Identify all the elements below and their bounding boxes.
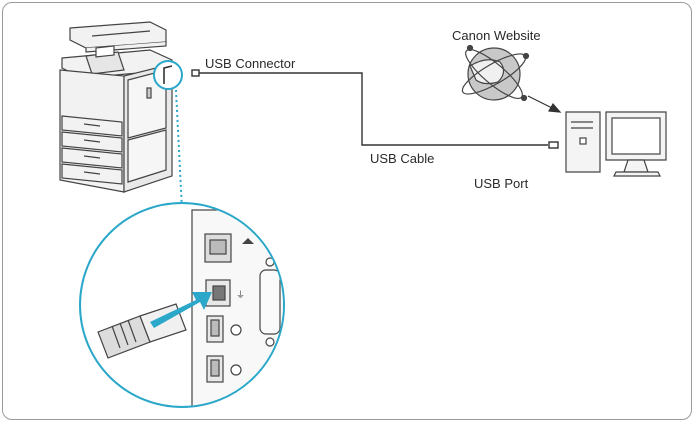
usb-port-label: USB Port (474, 176, 529, 191)
canon-website-label: Canon Website (452, 28, 541, 43)
computer-icon (565, 111, 667, 177)
globe-icon (461, 44, 530, 102)
svg-text:⏚: ⏚ (236, 290, 245, 301)
usb-cable-line (191, 69, 559, 149)
usb-cable-label: USB Cable (370, 151, 435, 166)
insert-arrow (150, 292, 212, 328)
usb-port-panel-icon: ⏚ (79, 202, 285, 408)
usb-connector-label: USB Connector (205, 56, 296, 71)
printer-icon (59, 21, 173, 193)
usb-connector-highlight (153, 60, 183, 90)
callout-dotted-line (175, 89, 183, 211)
download-arrow (527, 95, 562, 113)
